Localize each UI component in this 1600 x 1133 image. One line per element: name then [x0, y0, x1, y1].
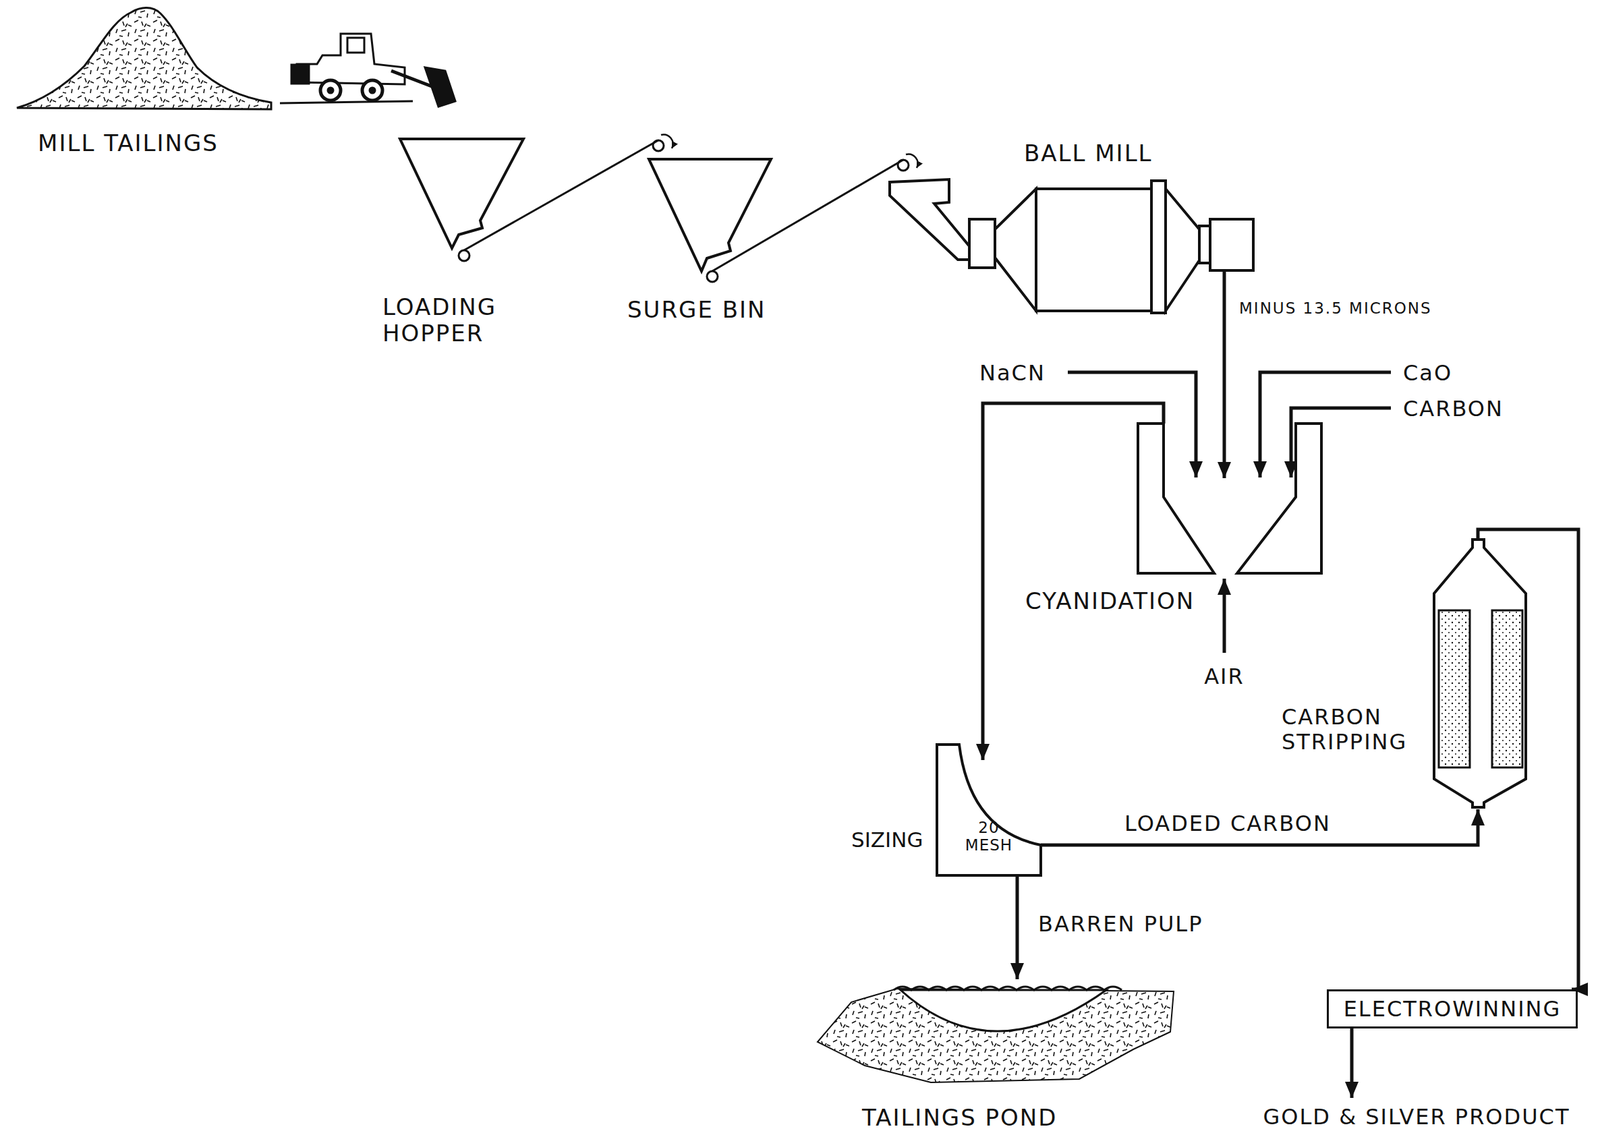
node-label: SURGE BIN: [627, 296, 767, 324]
input-label: AIR: [1204, 664, 1245, 690]
node-label: BALL MILL: [1023, 140, 1153, 167]
drawing-stroke: [391, 70, 432, 87]
outline-stroke: [900, 990, 1107, 1032]
carbon-stripping-column: CARBON STRIPPING: [1278, 526, 1535, 817]
node-label: ELECTROWINNING: [1335, 996, 1570, 1022]
outline-stroke: [1199, 225, 1211, 264]
drawing-stroke: [424, 67, 456, 107]
node-label: LOADING HOPPER: [382, 294, 525, 347]
outline-stroke: [817, 986, 1174, 1083]
outline-stroke: [1492, 610, 1523, 768]
drawing-stroke: [1260, 372, 1391, 478]
outline-stroke: [400, 138, 524, 249]
surge-bin: SURGE BIN: [620, 134, 783, 331]
outline-stroke: [936, 744, 1041, 876]
drawing-stroke: [296, 33, 405, 85]
reagent-label: CaO: [1403, 360, 1453, 386]
outline-stroke: [994, 188, 1037, 311]
outline-stroke: [1438, 610, 1470, 768]
outline-stroke: [889, 179, 970, 260]
drawing-stroke: [1067, 372, 1196, 478]
node-label: CARBON STRIPPING: [1281, 704, 1427, 755]
node-note: 20 MESH: [957, 818, 1020, 855]
drawing-stroke: [706, 271, 718, 282]
flow-line: [1222, 270, 1227, 479]
tailings-pile: MILL TAILINGS: [10, 3, 280, 166]
outline-stroke: [648, 159, 771, 272]
outline-stroke: [817, 988, 1174, 1083]
carbon-stripping-column-outline: [1278, 526, 1535, 817]
cyanidation-tank-outline: [1008, 397, 1329, 621]
tailings-pond: TAILINGS POND: [812, 971, 1184, 1133]
flow-label: BARREN PULP: [1036, 911, 1205, 937]
drawing-stroke: [279, 101, 413, 104]
flow-label: MINUS 13.5 MICRONS: [1237, 299, 1435, 318]
front-loader: [279, 33, 456, 107]
drawing-stroke: [458, 250, 470, 262]
outline-stroke: [1237, 423, 1322, 574]
drawing-stroke: [905, 154, 919, 168]
outline-stroke: [1165, 188, 1200, 311]
outline-stroke: [1036, 188, 1152, 311]
node-label: SIZING: [851, 828, 923, 853]
flow-line: [1015, 875, 1020, 980]
reagent-label: NaCN: [979, 360, 1046, 386]
drawing-stroke: [1350, 1028, 1354, 1099]
flow-line: [1040, 809, 1478, 846]
sizing-screen: SIZING 20 MESH: [846, 738, 1046, 881]
conveyor-pulley: [458, 140, 909, 282]
outline-stroke: [969, 219, 995, 268]
outline-stroke: [1137, 423, 1322, 574]
drawing-stroke: [369, 87, 376, 94]
drawing-stroke: [320, 80, 341, 101]
outline-stroke: [1210, 219, 1254, 271]
product-label: GOLD & SILVER PRODUCT: [1263, 1104, 1571, 1130]
outline-stroke: [1434, 539, 1526, 808]
outline-stroke: [889, 179, 1254, 313]
outline-stroke: [648, 159, 771, 272]
flow-line: [982, 403, 1164, 761]
outline-stroke: [16, 8, 272, 110]
outline-stroke: [1151, 180, 1166, 313]
outline-stroke: [1434, 539, 1526, 808]
outline-stroke: [400, 138, 524, 249]
drawing-stroke: [661, 134, 674, 149]
ball-mill: BALL MILL: [876, 131, 1265, 314]
process-box: ELECTROWINNING: [1326, 989, 1578, 1029]
outline-stroke: [1137, 423, 1215, 574]
drawing-stroke: [1222, 578, 1227, 653]
node-label: MILL TAILINGS: [13, 130, 243, 157]
outline-stroke: [936, 744, 1041, 876]
sizing-screen-outline: [846, 738, 1046, 881]
node-label: TAILINGS POND: [862, 1104, 1057, 1132]
reagent-label: CARBON: [1403, 396, 1504, 422]
outline-stroke: [16, 8, 272, 110]
drawing-stroke: [347, 37, 365, 53]
outline-stroke: [893, 986, 1122, 991]
drawing-stroke: [362, 80, 383, 101]
node-label: CYANIDATION: [1025, 588, 1195, 615]
drawing-stroke: [291, 64, 309, 84]
drawing-stroke: [327, 87, 334, 94]
flow-label: LOADED CARBON: [1122, 811, 1333, 837]
loading-hopper: LOADING HOPPER: [377, 134, 530, 351]
cyanidation-tank: CYANIDATION: [1008, 397, 1329, 621]
